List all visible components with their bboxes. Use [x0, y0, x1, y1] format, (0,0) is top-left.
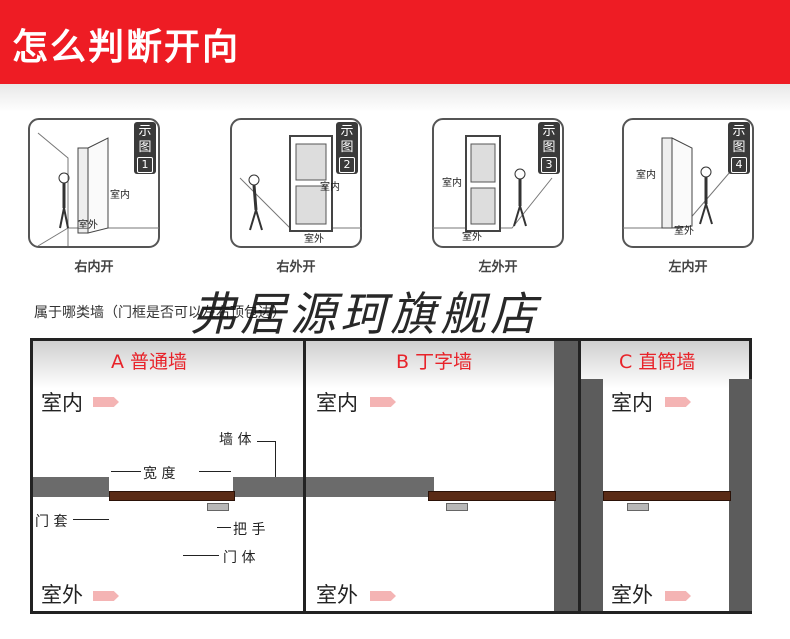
door-leaf: [603, 491, 731, 501]
caption-2: 右外开: [276, 260, 316, 275]
inside-label: 室内: [320, 182, 340, 193]
caption-1: 右内开: [74, 260, 114, 275]
tag-label: 示图: [542, 124, 556, 155]
width-label: 宽 度: [143, 466, 176, 482]
wall-left: [33, 477, 109, 497]
panel-name: 直筒墙: [638, 351, 696, 373]
diagram-card-2: 示图 2 室内 室外: [230, 118, 362, 248]
panel-title: B 丁字墙: [396, 347, 472, 374]
wall-left: [581, 379, 603, 611]
door-handle: [627, 503, 649, 511]
panel-letter: A: [111, 351, 124, 373]
panel-shade: [306, 341, 577, 389]
leaf-label: 门 体: [223, 550, 256, 566]
casing-label: 门 套: [35, 514, 68, 530]
outside-label: 室外: [462, 232, 482, 243]
diagram-tag-2: 示图 2: [336, 122, 358, 174]
tag-number: 2: [339, 157, 355, 173]
tag-number: 1: [137, 157, 153, 173]
page-title: 怎么判断开向: [12, 27, 241, 68]
wall-right: [233, 477, 306, 497]
inside-label: 室内: [41, 391, 83, 415]
tag-label: 示图: [138, 124, 152, 155]
room-sketch-3: [432, 118, 564, 248]
room-sketch-1: [28, 118, 160, 248]
header-banner: 怎么判断开向: [0, 0, 790, 84]
outside-label: 室外: [316, 583, 358, 607]
handle-label: 把 手: [233, 522, 266, 538]
wall-right: [729, 379, 752, 611]
inside-label: 室内: [442, 178, 462, 189]
diagram-tag-4: 示图 4: [728, 122, 750, 174]
panel-shade: [581, 341, 749, 389]
arrow-icon: [665, 591, 691, 601]
diagram-tag-3: 示图 3: [538, 122, 560, 174]
casing-leader-line: [73, 519, 109, 520]
door-leaf: [428, 491, 556, 501]
leaf-leader-line: [183, 555, 219, 556]
caption-4: 左内开: [668, 260, 708, 275]
wall-leader-line: [257, 441, 275, 442]
inside-label: 室内: [636, 170, 656, 181]
panel-t-wall: B 丁字墙 室内 室外: [303, 338, 580, 614]
door-handle: [207, 503, 229, 511]
tag-label: 示图: [732, 124, 746, 155]
arrow-icon: [370, 397, 396, 407]
width-dimension-line: [199, 471, 231, 472]
inside-label: 室内: [611, 391, 653, 415]
handle-leader-line: [217, 527, 231, 528]
arrow-icon: [665, 397, 691, 407]
width-dimension-line: [111, 471, 141, 472]
arrow-icon: [370, 591, 396, 601]
wall-leader-line: [275, 441, 276, 477]
tag-number: 4: [731, 157, 747, 173]
panel-name: 普通墙: [130, 351, 188, 373]
outside-label: 室外: [304, 234, 324, 245]
outside-label: 室外: [674, 226, 694, 237]
tag-label: 示图: [340, 124, 354, 155]
panel-letter: C: [619, 351, 633, 373]
room-sketch-2: [230, 118, 362, 248]
outside-label: 室外: [41, 583, 83, 607]
tag-number: 3: [541, 157, 557, 173]
inside-label: 室内: [110, 190, 130, 201]
diagram-card-4: 示图 4 室内 室外: [622, 118, 754, 248]
panel-name: 丁字墙: [415, 351, 473, 373]
wall-left: [306, 477, 434, 497]
arrow-icon: [93, 397, 119, 407]
panel-title: A 普通墙: [111, 347, 187, 374]
outside-label: 室外: [611, 583, 653, 607]
door-leaf: [109, 491, 235, 501]
caption-3: 左外开: [478, 260, 518, 275]
section-title: 属于哪类墙（门框是否可以左右顶包边）: [34, 305, 286, 321]
panel-straight-wall: C 直筒墙 室内 室外: [578, 338, 752, 614]
diagram-card-3: 示图 3 室内 室外: [432, 118, 564, 248]
arrow-icon: [93, 591, 119, 601]
diagram-card-1: 示图 1 室内 室外: [28, 118, 160, 248]
panel-shade: [33, 341, 303, 389]
store-watermark: 弗居源珂旗舰店: [190, 287, 540, 341]
diagram-tag-1: 示图 1: [134, 122, 156, 174]
header-shadow-band: [0, 84, 790, 112]
panel-normal-wall: A 普通墙 室内 墙 体 宽 度 门 套 把 手 门 体 室外: [30, 338, 306, 614]
panel-letter: B: [396, 351, 410, 373]
wall-label: 墙 体: [219, 432, 252, 448]
inside-label: 室内: [316, 391, 358, 415]
outside-label: 室外: [78, 220, 98, 231]
panel-title: C 直筒墙: [619, 347, 695, 374]
wall-side: [554, 341, 580, 611]
room-sketch-4: [622, 118, 754, 248]
door-handle: [446, 503, 468, 511]
